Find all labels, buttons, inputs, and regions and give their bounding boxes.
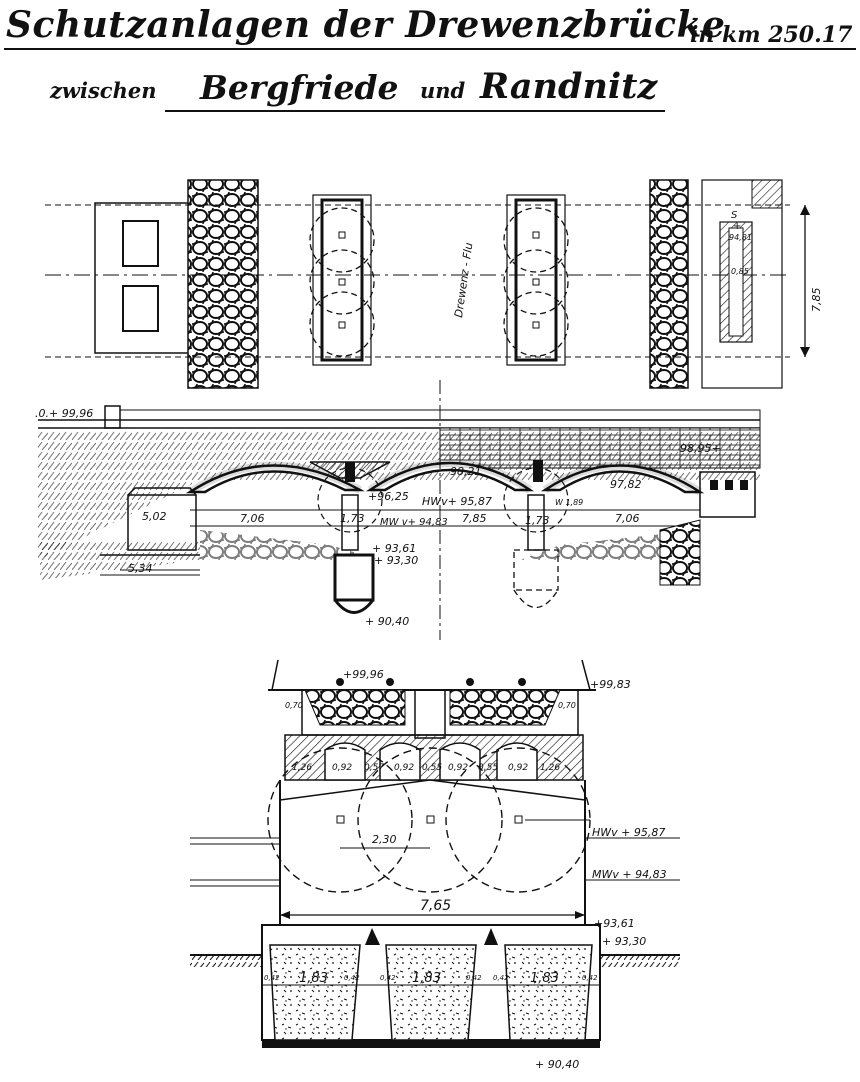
cross-section-view: +99,96 +99,83 0,70 0,70 1,26 0,92 0,57 0… — [190, 659, 680, 1071]
sec-opening-4: 0,92 — [394, 763, 414, 773]
sec-edge-right: 0,70 — [558, 701, 576, 710]
sec-opening-2: 0,92 — [332, 763, 352, 773]
elev-start-level: .0.+ 99,96 — [35, 407, 93, 420]
elevation-view: 5,02 7,06 1,73 7,85 1,73 7,06 — [35, 380, 761, 640]
sec-found-2: 1,83 — [412, 971, 441, 986]
sec-level-1: +93,61 — [594, 917, 635, 930]
elev-hw: HWv+ 95,87 — [422, 495, 492, 508]
sec-opening-3: 0,57 — [364, 763, 384, 773]
sec-small-2: 0,42 — [344, 974, 360, 982]
pier-mark-plus: + — [733, 221, 741, 232]
elev-span-2: 7,06 — [240, 512, 265, 525]
pier-mark-s: S — [731, 210, 738, 221]
elev-foot-2: + 93,30 — [374, 554, 418, 567]
sec-opening-1: 1,26 — [292, 763, 312, 773]
place-bergfriede: Bergfriede — [200, 68, 399, 107]
km-label: in km 250.17 — [690, 22, 853, 48]
elev-crown-1: 98,21 — [450, 465, 482, 478]
pier-mark-width: 0,85 — [731, 267, 749, 276]
sec-opening-5: 0,55 — [422, 763, 442, 773]
sec-small-3: 0,42 — [380, 974, 396, 982]
elev-crown-2: 97,82 — [610, 478, 642, 491]
sec-found-1: 1,83 — [299, 971, 328, 986]
elev-pier-level: +96,25 — [368, 490, 409, 503]
sec-top-left: +99,96 — [343, 668, 384, 681]
sec-opening-7: 0,55 — [478, 763, 498, 773]
subtitle-underline — [165, 110, 665, 112]
elev-bottom: + 90,40 — [365, 615, 409, 628]
title-underline — [4, 48, 856, 50]
elev-abut-width: 5,34 — [128, 562, 153, 575]
sec-level-2: + 93,30 — [602, 935, 646, 948]
sec-opening-6: 0,92 — [448, 763, 468, 773]
sec-edge-left: 0,70 — [285, 701, 303, 710]
sec-opening-9: 1,26 — [540, 763, 560, 773]
sec-found-3: 1,83 — [530, 971, 559, 986]
elev-span-4: 7,85 — [462, 512, 487, 525]
sec-hw: HWv + 95,87 — [592, 826, 665, 839]
sec-opening-8: 0,92 — [508, 763, 528, 773]
elev-span-1: 5,02 — [142, 510, 167, 523]
elev-span-3: 1,73 — [340, 512, 365, 525]
sec-top-right: +99,83 — [590, 678, 631, 691]
sec-small-5: 0,42 — [493, 974, 509, 982]
river-label: Drewenz - Flu — [452, 242, 475, 319]
subtitle-conj: und — [420, 78, 466, 103]
plan-view: Drewenz - Flu S + 94,81 0,85 7,85 — [45, 179, 823, 389]
elev-right-level: 98,95+ — [680, 442, 721, 455]
sec-small-1: 0,42 — [264, 974, 280, 982]
sec-bottom: + 90,40 — [535, 1058, 579, 1071]
sec-centers: 2,30 — [372, 833, 397, 846]
drawing-title: Schutzanlagen der Drewenzbrücke — [6, 4, 726, 46]
place-randnitz: Randnitz — [480, 66, 658, 107]
sec-mw: MWv + 94,83 — [592, 868, 667, 881]
elev-w-mark: W 1,89 — [555, 498, 583, 507]
sec-width: 7,65 — [420, 898, 451, 914]
subtitle-prefix: zwischen — [50, 78, 157, 103]
elev-mw: MW v+ 94,83 — [380, 517, 448, 528]
sec-small-6: 0,42 — [582, 974, 598, 982]
pier-mark-level: 94,81 — [729, 233, 752, 242]
elev-foot-1: + 93,61 — [372, 542, 416, 555]
sec-small-4: 0,42 — [466, 974, 482, 982]
elev-span-6: 7,06 — [615, 512, 640, 525]
plan-width-dim: 7,85 — [810, 288, 823, 313]
